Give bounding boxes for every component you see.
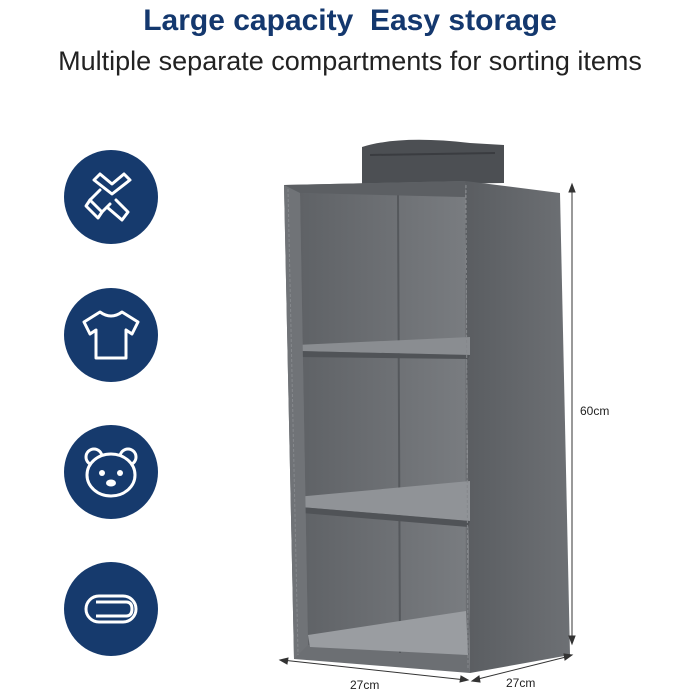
depth-dimension-label: 27cm (506, 676, 536, 690)
headline: Large capacity Easy storage (143, 4, 557, 37)
folded-towel-icon (64, 562, 158, 656)
scarf-icon (64, 150, 158, 244)
width-dimension-label: 27cm (350, 678, 380, 692)
height-dimension-label: 60cm (580, 404, 610, 418)
bear-icon (64, 425, 158, 519)
tshirt-icon (64, 288, 158, 382)
hanging-organizer-image (284, 139, 570, 673)
subheadline: Multiple separate compartments for sorti… (58, 46, 642, 76)
